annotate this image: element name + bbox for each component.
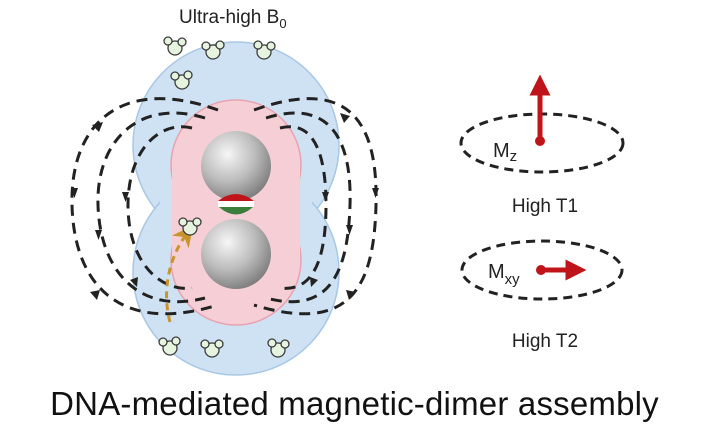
- water-molecule-icon: [200, 339, 224, 358]
- field-line-arrow-icon: [346, 225, 353, 235]
- field-line-arrow-icon: [92, 122, 103, 132]
- dna-linker: [218, 194, 254, 215]
- water-molecule-icon: [158, 336, 181, 356]
- field-line-arrow-icon: [346, 290, 356, 300]
- bottom-nanoparticle: [201, 219, 271, 289]
- water-molecules: [158, 36, 290, 358]
- t2-label: High T2: [512, 331, 578, 352]
- water-molecule-icon: [163, 36, 187, 56]
- water-molecule-icon: [170, 70, 193, 90]
- figure-caption: DNA-mediated magnetic-dimer assembly: [50, 385, 659, 422]
- field-label-text: Ultra-high B: [179, 7, 279, 28]
- field-line-arrow-icons: [71, 113, 379, 300]
- field-line-arrow-icon: [122, 192, 129, 202]
- water-diffusion-path: [165, 225, 194, 323]
- t1-label: High T1: [512, 196, 578, 217]
- field-label-subscript: 0: [279, 16, 286, 31]
- longitudinal-magnetization-panel: Mz High T1: [459, 74, 625, 217]
- water-molecule-icon: [253, 40, 276, 60]
- field-line-arrow-icon: [95, 230, 102, 240]
- magnetic-field-lines: [70, 97, 378, 316]
- water-molecule-icon: [201, 40, 225, 60]
- water-molecule-icon: [267, 338, 290, 358]
- transverse-magnetization-panel: Mxy High T2: [460, 239, 624, 352]
- mz-label: Mz: [493, 140, 517, 165]
- field-line-arrow-icon: [322, 192, 329, 202]
- magnetic-nanoparticles: [201, 131, 271, 289]
- field-line-arrow-icon: [372, 188, 379, 198]
- field-line-arrow-icon: [340, 113, 350, 123]
- field-line-arrow-icon: [71, 188, 78, 198]
- mxy-label: Mxy: [488, 261, 520, 288]
- top-nanoparticle: [201, 131, 271, 201]
- field-strength-label: Ultra-high B0: [179, 7, 287, 31]
- mxy-orbit: [460, 239, 624, 301]
- field-line-arrow-icon: [130, 277, 138, 287]
- field-line-arrow-icon: [310, 277, 318, 287]
- field-line-arrow-icon: [90, 290, 100, 300]
- water-molecule-icon: [178, 217, 202, 236]
